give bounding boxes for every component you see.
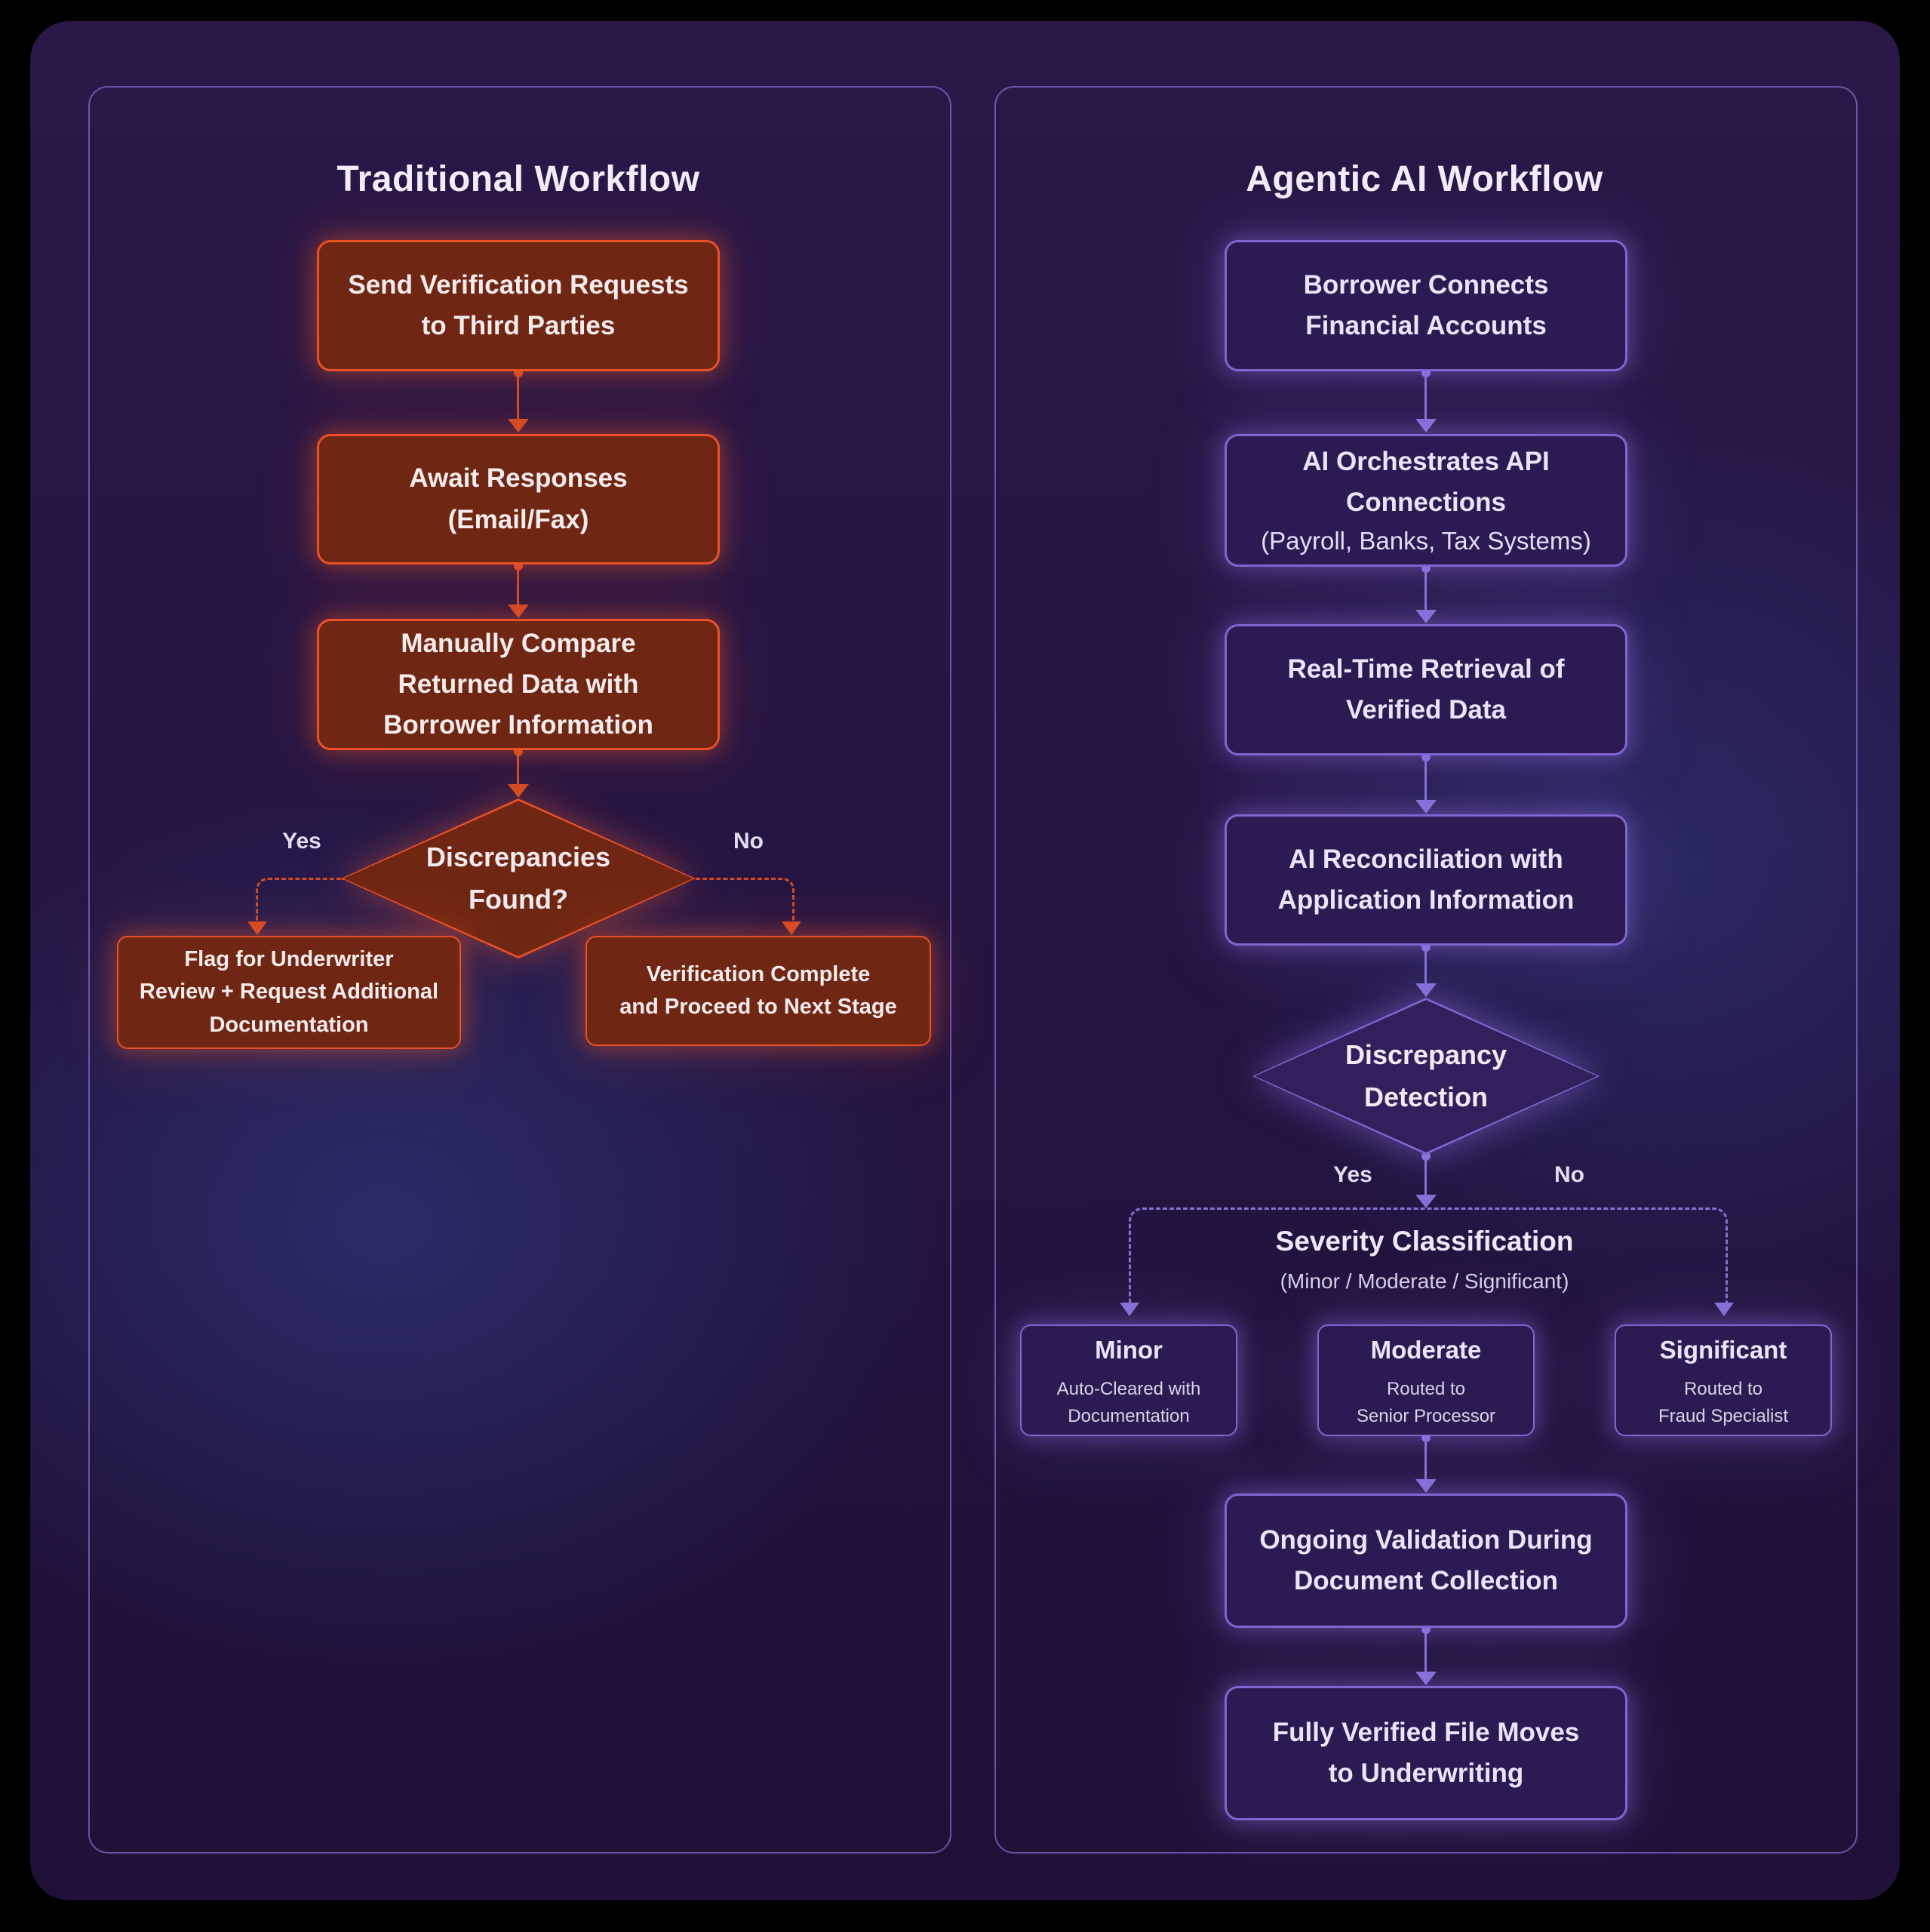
severity-moderate-subtitle: Routed to Senior Processor [1356,1378,1496,1426]
severity-moderate-box: Moderate Routed to Senior Processor [1317,1324,1535,1436]
traditional-workflow-panel [88,86,951,1854]
step-ai-orchestrates-api: AI Orchestrates API Connections (Payroll… [1225,434,1627,567]
severity-moderate-title: Moderate [1370,1336,1482,1364]
severity-classification-title: Severity Classification [1275,1226,1574,1257]
step-ai-reconciliation: AI Reconciliation with Application Infor… [1225,814,1627,946]
connector-arrow [1415,564,1437,623]
step-await-responses: Await Responses (Email/Fax) [317,434,720,565]
connector-arrow [1415,1433,1437,1493]
step-main-text: AI Orchestrates API Connections [1302,446,1550,518]
arrowhead-down-icon [1120,1303,1139,1316]
branch-label-yes: Yes [282,829,321,854]
connector-arrow [1415,752,1437,814]
branch-label-no: No [733,829,764,854]
arrowhead-down-icon [782,921,801,935]
step-manually-compare: Manually Compare Returned Data with Borr… [317,619,720,750]
decision-label: Discrepancy Detection [1345,1039,1507,1112]
connector-arrow [507,747,529,798]
step-fully-verified-file: Fully Verified File Moves to Underwritin… [1225,1686,1627,1820]
dashed-severity-bracket [1129,1208,1728,1305]
dashed-connector-yes [256,878,344,924]
arrowhead-down-icon [1714,1303,1734,1316]
outcome-flag-for-underwriter: Flag for Underwriter Review + Request Ad… [117,936,461,1049]
traditional-panel-title: Traditional Workflow [337,159,700,199]
step-real-time-retrieval: Real-Time Retrieval of Verified Data [1225,624,1627,755]
outcome-verification-complete: Verification Complete and Proceed to Nex… [585,936,931,1046]
agentic-panel-title: Agentic AI Workflow [1246,159,1603,199]
decision-label: Discrepancies Found? [426,841,611,915]
step-ongoing-validation: Ongoing Validation During Document Colle… [1225,1494,1627,1628]
branch-label-no: No [1554,1162,1584,1187]
severity-minor-box: Minor Auto-Cleared with Documentation [1020,1324,1237,1436]
severity-significant-subtitle: Routed to Fraud Specialist [1658,1378,1789,1426]
severity-classification-subtitle: (Minor / Moderate / Significant) [1280,1269,1569,1293]
connector-arrow [507,561,529,618]
connector-arrow [1415,943,1437,997]
step-borrower-connects-accounts: Borrower Connects Financial Accounts [1225,240,1627,371]
decision-discrepancies-found: Discrepancies Found? [341,798,696,958]
severity-significant-box: Significant Routed to Fraud Specialist [1615,1324,1832,1436]
connector-arrow [1415,1152,1437,1208]
step-send-verification-requests: Send Verification Requests to Third Part… [317,240,720,371]
dashed-connector-no [696,878,794,924]
connector-arrow [1415,368,1437,432]
decision-discrepancy-detection: Discrepancy Detection [1252,998,1600,1155]
arrowhead-down-icon [247,921,267,935]
severity-minor-subtitle: Auto-Cleared with Documentation [1056,1378,1201,1426]
severity-significant-title: Significant [1659,1336,1787,1364]
step-sub-text: (Payroll, Banks, Tax Systems) [1261,527,1591,555]
severity-minor-title: Minor [1095,1336,1163,1364]
connector-arrow [1415,1625,1437,1685]
connector-arrow [507,368,529,432]
agentic-workflow-panel [994,86,1858,1854]
branch-label-yes: Yes [1333,1162,1372,1187]
